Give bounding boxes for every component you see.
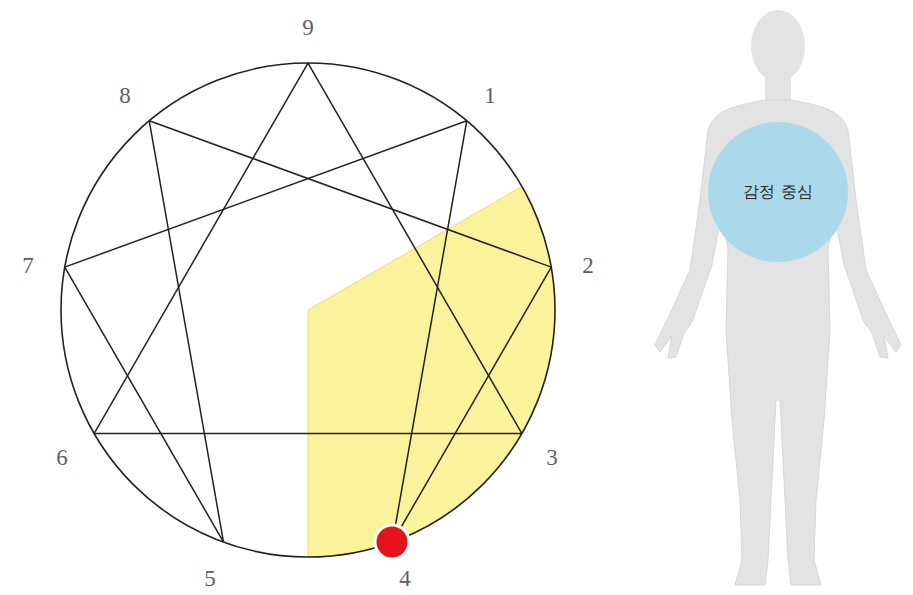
body-silhouette: [655, 10, 901, 585]
center-circle: 감정 중심: [708, 122, 848, 262]
enneagram-line: [308, 63, 522, 434]
enneagram-line: [65, 121, 467, 267]
point-number: 7: [22, 254, 34, 277]
enneagram-line: [149, 121, 551, 267]
point-number: 3: [546, 446, 558, 469]
enneagram-circle: [61, 63, 555, 557]
enneagram-line: [65, 267, 224, 542]
point-number: 5: [204, 567, 216, 590]
point-number: 1: [484, 84, 496, 107]
enneagram-line: [94, 433, 522, 435]
highlight-sector: [308, 187, 555, 558]
enneagram-lines: [65, 63, 551, 542]
point-number: 4: [399, 567, 411, 590]
enneagram-line: [94, 63, 308, 434]
point-number: 2: [582, 254, 594, 277]
type-marker: [375, 525, 409, 559]
center-label: 감정 중심: [743, 182, 812, 203]
point-number: 6: [56, 446, 68, 469]
enneagram-line: [392, 267, 551, 542]
point-number: 9: [302, 16, 314, 39]
point-number: 8: [119, 84, 131, 107]
